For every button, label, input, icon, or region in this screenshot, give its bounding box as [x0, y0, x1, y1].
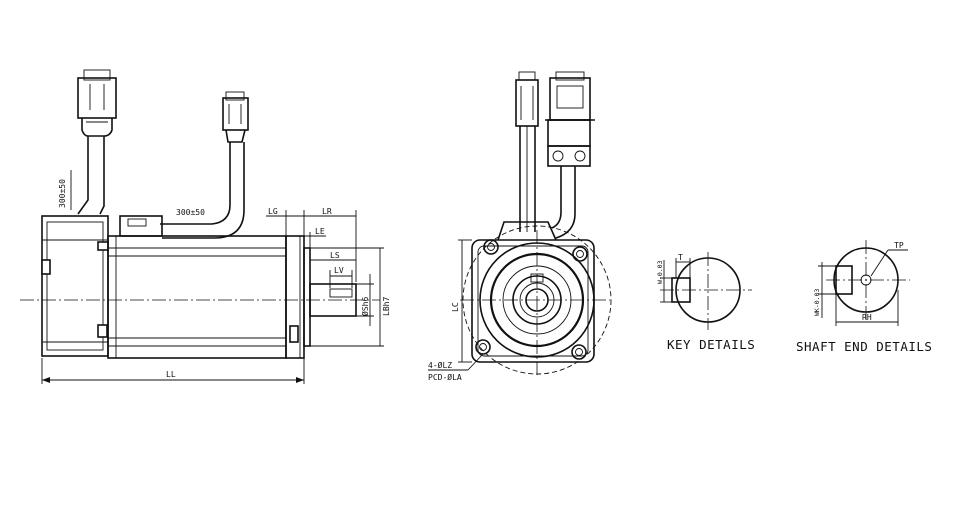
cable-length-right-label: 300±50: [176, 208, 205, 217]
dim-flange-dia-label: LBh7: [382, 297, 391, 316]
shaft-dim-rh-label: RH: [862, 313, 872, 322]
key-dim-w-label: W-0.03: [656, 260, 664, 284]
hole-spec-line1: 4-ØLZ: [428, 360, 452, 370]
dim-ll-label: LL: [166, 370, 176, 379]
key-details-caption: KEY DETAILS: [667, 337, 755, 352]
front-view: LC 4-ØLZ PCD-ØLA: [428, 71, 612, 382]
dim-lc-label: LC: [451, 302, 460, 312]
front-encoder-connector: [515, 71, 539, 127]
encoder-connector: [77, 69, 117, 137]
dim-le-label: LE: [315, 227, 325, 236]
side-view: 300±50 300±50 LG LR LE LS LV ØSh6 LBh7: [20, 69, 391, 384]
dim-shaft-dia-label: ØSh6: [360, 297, 370, 316]
shaft-end-caption: SHAFT END DETAILS: [796, 339, 932, 354]
key-dim-t-label: T: [678, 253, 683, 262]
key-details: T W-0.03 KEY DETAILS: [656, 252, 755, 352]
shaft-dim-wk-label: WK-0.03: [813, 289, 821, 316]
dim-lr-label: LR: [322, 207, 332, 216]
dim-ls-label: LS: [330, 251, 340, 260]
shaft-end-details: TP RH WK-0.03 SHAFT END DETAILS: [796, 240, 932, 354]
shaft-dim-tp-label: TP: [894, 241, 904, 250]
power-connector: [222, 91, 249, 143]
dim-lv-label: LV: [334, 266, 344, 275]
hole-spec-line2: PCD-ØLA: [428, 372, 462, 382]
cable-length-left-label: 300±50: [58, 179, 67, 208]
dim-lg-label: LG: [268, 207, 278, 216]
front-power-connector: [545, 71, 595, 167]
